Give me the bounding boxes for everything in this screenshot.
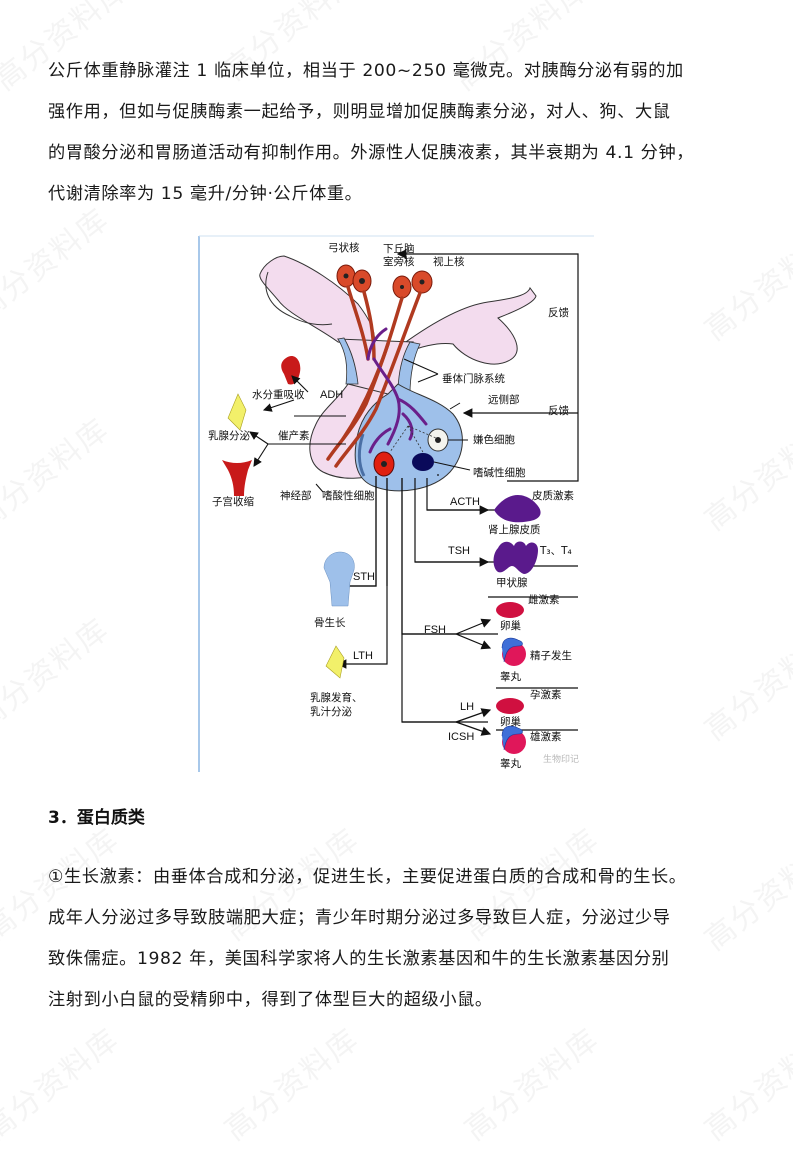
label-thyroid: 甲状腺 [496, 577, 528, 589]
watermark: 高分资料库 [218, 1021, 366, 1148]
section-heading: 3．蛋白质类 [48, 808, 145, 828]
text-line: 强作用，但如与促胰酶素一起给予，则明显增加促胰酶素分泌，对人、狗、大鼠 [48, 102, 671, 122]
watermark: 高分资料库 [0, 411, 116, 538]
label-pars-distalis: 远侧部 [488, 394, 520, 406]
watermark: 高分资料库 [698, 221, 793, 348]
label-ovary: 卵巢 [500, 716, 521, 728]
text-line: 注射到小白鼠的受精卵中，得到了体型巨大的超级小鼠。 [48, 990, 493, 1010]
label-acidophil: 嗜酸性细胞 [322, 490, 375, 502]
kidney-shape [281, 355, 301, 385]
watermark: 高分资料库 [458, 1021, 606, 1148]
watermark: 高分资料库 [0, 611, 116, 738]
watermark: 高分资料库 [698, 1021, 793, 1148]
label-milk-secretion: 乳腺分泌 [208, 430, 250, 442]
label-tsh: TSH [448, 545, 470, 557]
text-line: 致侏儒症。1982 年，美国科学家将人的生长激素基因和牛的生长激素基因分别 [48, 949, 670, 969]
label-progesterone: 孕激素 [530, 689, 562, 701]
label-arcuate-nucleus: 弓状核 [328, 242, 360, 254]
label-breast-development: 乳腺发育、 [310, 692, 363, 704]
label-sth: STH [353, 571, 375, 583]
label-lactation: 乳汁分泌 [310, 706, 352, 718]
label-water-reabsorption: 水分重吸收 [252, 389, 305, 401]
label-uterine-contraction: 子宫收缩 [212, 496, 254, 508]
label-portal-system: 垂体门脉系统 [442, 373, 505, 385]
label-testis: 睾丸 [500, 758, 521, 770]
watermark: 高分资料库 [0, 1021, 126, 1148]
label-estrogen: 雌激素 [528, 594, 560, 606]
watermark: 高分资料库 [698, 621, 793, 748]
text-line: 的胃酸分泌和胃肠道活动有抑制作用。外源性人促胰液素，其半衰期为 4.1 分钟， [48, 143, 695, 163]
image-credit: 生物印记 [543, 755, 580, 765]
label-supraoptic-nucleus: 视上核 [433, 256, 465, 268]
text-line: 公斤体重静脉灌注 1 临床单位，相当于 200~250 毫微克。对胰酶分泌有弱的… [48, 61, 684, 81]
label-ovary: 卵巢 [500, 620, 521, 632]
label-adrenal-cortex: 肾上腺皮质 [488, 524, 541, 536]
neuron-bodies [336, 264, 433, 299]
text-line: ①生长激素：由垂体合成和分泌，促进生长，主要促进蛋白质的合成和骨的生长。 [48, 867, 687, 887]
label-feedback: 反馈 [548, 405, 569, 417]
pituitary-hormone-diagram: 弓状核 下丘脑 室旁核 视上核 反馈 垂体门脉系统 远侧部 反馈 水分重吸收 A… [198, 234, 594, 774]
label-basophil: 嗜碱性细胞 [473, 467, 526, 479]
text-line: 代谢清除率为 15 毫升/分钟·公斤体重。 [48, 184, 363, 204]
text-line: 成年人分泌过多导致肢端肥大症；青少年时期分泌过多导致巨人症，分泌过少导 [48, 908, 671, 928]
watermark: 高分资料库 [698, 411, 793, 538]
label-feedback: 反馈 [548, 307, 569, 319]
watermark: 高分资料库 [0, 201, 116, 328]
label-pars-nervosa: 神经部 [280, 490, 312, 502]
label-fsh: FSH [424, 624, 446, 636]
diagram-graphics [198, 235, 594, 772]
paragraph-growth-hormone: ①生长激素：由垂体合成和分泌，促进生长，主要促进蛋白质的合成和骨的生长。 成年人… [48, 857, 748, 1021]
label-adh: ADH [320, 389, 344, 401]
paragraph-secretin: 公斤体重静脉灌注 1 临床单位，相当于 200~250 毫微克。对胰酶分泌有弱的… [48, 51, 748, 215]
label-acth: ACTH [450, 496, 480, 508]
label-paraventricular-nucleus: 室旁核 [383, 256, 415, 268]
label-hypothalamus: 下丘脑 [383, 243, 415, 255]
label-corticoid: 皮质激素 [532, 490, 574, 502]
label-testis: 睾丸 [500, 671, 521, 683]
label-chromophobe: 嫌色细胞 [473, 434, 515, 446]
label-t3-t4: T₃、T₄ [540, 545, 572, 557]
label-lth: LTH [353, 650, 373, 662]
label-icsh: ICSH [448, 731, 475, 743]
label-androgen: 雄激素 [530, 731, 562, 743]
label-lh: LH [460, 701, 475, 713]
label-oxytocin: 催产素 [278, 430, 310, 442]
label-spermatogenesis: 精子发生 [530, 650, 572, 662]
label-bone-growth: 骨生长 [314, 617, 346, 629]
